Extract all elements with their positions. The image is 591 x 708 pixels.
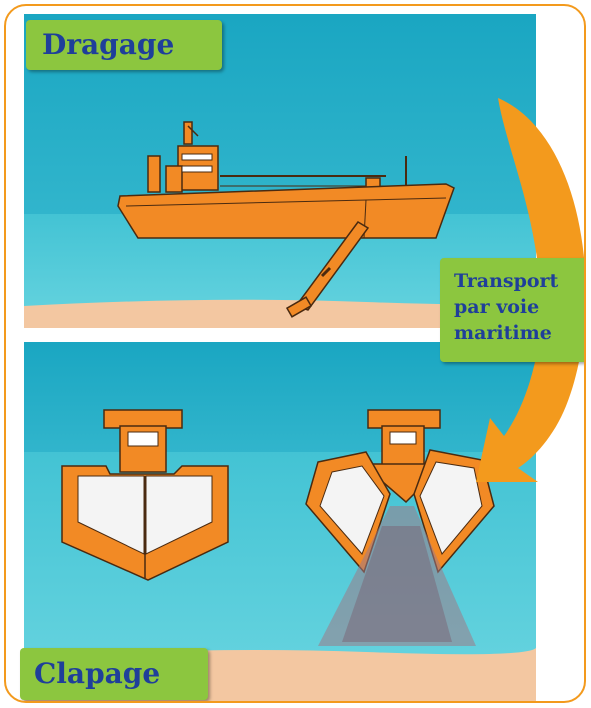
transport-label-line-2: par voie (454, 294, 586, 320)
dredging-label: Dragage (26, 20, 222, 70)
transport-label-line-1: Transport (454, 268, 586, 294)
maritime-transport-label: Transport par voie maritime (440, 258, 586, 362)
diagram-frame: Dragage Transport par voie maritime Clap… (4, 4, 586, 703)
transport-label-line-3: maritime (454, 320, 586, 346)
dumping-label: Clapage (20, 648, 208, 700)
